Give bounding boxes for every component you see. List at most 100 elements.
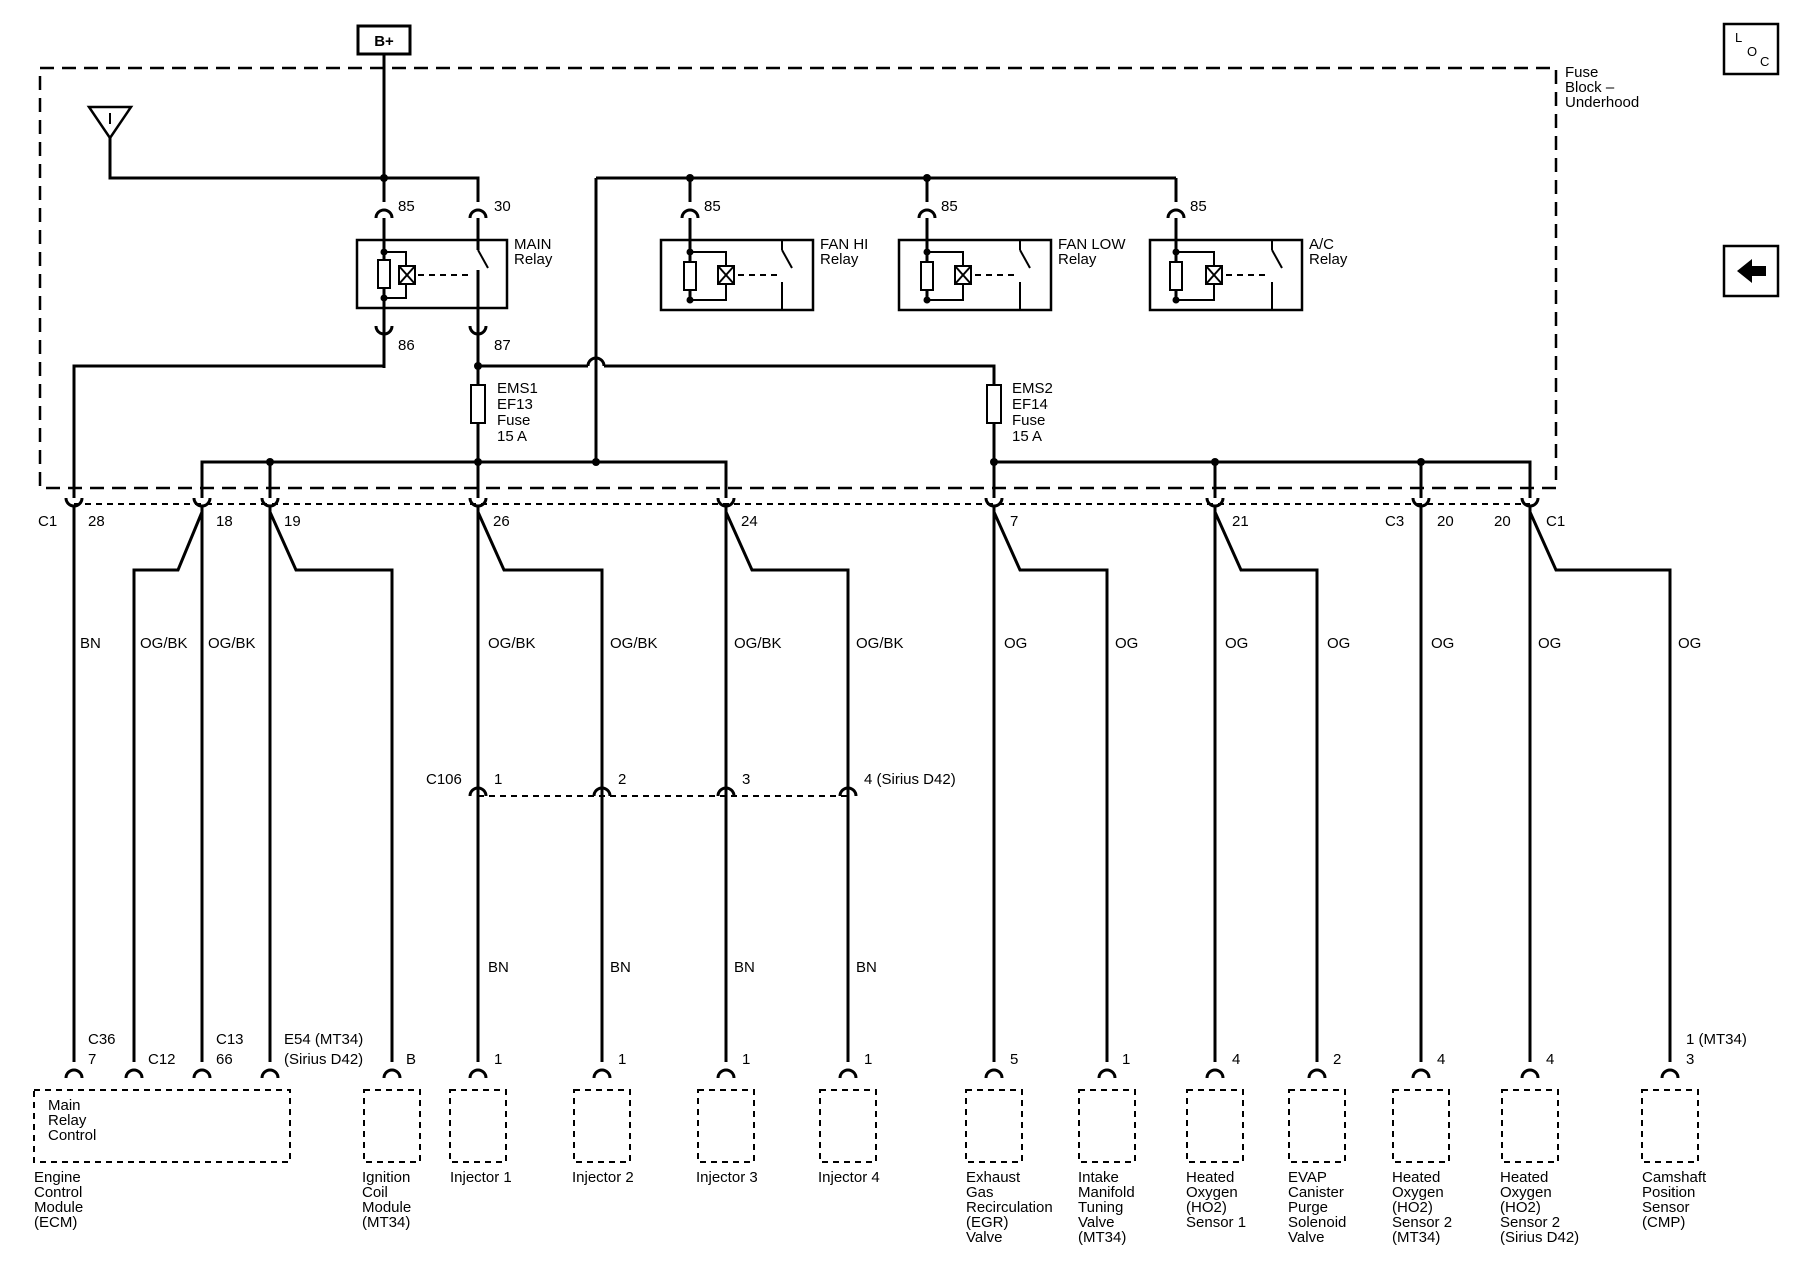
svg-text:O: O	[1747, 44, 1757, 59]
svg-text:L: L	[1735, 30, 1742, 45]
fuse-ems2	[986, 384, 1002, 424]
inj1-name: Injector 1	[450, 1169, 512, 1186]
ho2s1-box	[1186, 1089, 1244, 1163]
wire-label-bn-1: BN	[488, 959, 509, 976]
cmp-name-3: Sensor	[1642, 1199, 1690, 1216]
ho2s2a-name-4: Sensor 2	[1392, 1214, 1452, 1231]
main-relay-control-wire	[72, 350, 386, 498]
fan-low-name-1: FAN LOW	[1058, 236, 1126, 253]
egr-name-2: Gas	[966, 1184, 994, 1201]
fuse-block-outline	[38, 66, 1558, 490]
cmp-box	[1641, 1089, 1699, 1163]
connector-c1-right-label: C1	[1546, 513, 1565, 530]
inj1-pin: 1	[494, 1051, 502, 1068]
imtv-name-3: Tuning	[1078, 1199, 1123, 1216]
inj3-name: Injector 3	[696, 1169, 758, 1186]
wire-label-bn-4: BN	[856, 959, 877, 976]
wire-label-og-1: OG	[1004, 635, 1027, 652]
ecm-name-2: Control	[34, 1184, 82, 1201]
c106-label: C106	[426, 771, 462, 788]
ho2s2a-name-1: Heated	[1392, 1169, 1440, 1186]
ignition-source-icon	[86, 105, 134, 141]
fuse-ems1	[470, 384, 486, 424]
icm-name-4: (MT34)	[362, 1214, 410, 1231]
ho2s2b-name-5: (Sirius D42)	[1500, 1229, 1579, 1246]
battery-positive: B+	[356, 24, 412, 56]
cmp-name-4: (CMP)	[1642, 1214, 1685, 1231]
ho2s2b-pin: 4	[1546, 1051, 1554, 1068]
ho2s1-name-1: Heated	[1186, 1169, 1234, 1186]
main-relay	[355, 208, 509, 368]
injector-4-box	[819, 1089, 877, 1163]
ecm-c12-label: C12	[148, 1051, 176, 1068]
evap-pin: 2	[1333, 1051, 1341, 1068]
ho2s2a-pin: 4	[1437, 1051, 1445, 1068]
ecm-e54-label: E54 (MT34)	[284, 1031, 363, 1048]
egr-pin: 5	[1010, 1051, 1018, 1068]
ho2s2b-name-3: (HO2)	[1500, 1199, 1541, 1216]
pin-28: 28	[88, 513, 105, 530]
evap-box	[1288, 1089, 1346, 1163]
wire-label-ogbk-3: OG/BK	[488, 635, 536, 652]
imtv-name-2: Manifold	[1078, 1184, 1135, 1201]
location-icon[interactable]: L O C	[1722, 22, 1780, 76]
ac-pin-85: 85	[1190, 198, 1207, 215]
component-terminals	[64, 1068, 1680, 1080]
fuse-ems2-l2: EF14	[1012, 396, 1048, 413]
pin-19: 19	[284, 513, 301, 530]
fan-hi-pin-85: 85	[704, 198, 721, 215]
ho2s2b-box	[1501, 1089, 1559, 1163]
connector-c3-label: C3	[1385, 513, 1404, 530]
injector-3-box	[697, 1089, 755, 1163]
inj4-pin: 1	[864, 1051, 872, 1068]
main-relay-pin-30: 30	[494, 198, 511, 215]
ac-name-2: Relay	[1309, 251, 1348, 268]
inj2-name: Injector 2	[572, 1169, 634, 1186]
imtv-pin: 1	[1122, 1051, 1130, 1068]
fuse-block-label-2: Block –	[1565, 79, 1615, 96]
fuse-ems2-l4: 15 A	[1012, 428, 1042, 445]
ecm-inner-1: Main	[48, 1097, 81, 1114]
egr-name-1: Exhaust	[966, 1169, 1021, 1186]
wire-label-bn-2: BN	[610, 959, 631, 976]
ho2s2b-name-2: Oxygen	[1500, 1184, 1552, 1201]
c106-terminals	[468, 786, 858, 798]
cmp-name-2: Position	[1642, 1184, 1695, 1201]
fuse-ems2-l3: Fuse	[1012, 412, 1045, 429]
connector-c1-label: C1	[38, 513, 57, 530]
wire-label-ogbk-2: OG/BK	[208, 635, 256, 652]
wire-label-ogbk-1: OG/BK	[140, 635, 188, 652]
back-arrow-icon[interactable]	[1722, 244, 1780, 298]
inj2-pin: 1	[618, 1051, 626, 1068]
fuse-ems1-l1: EMS1	[497, 380, 538, 397]
pin-18: 18	[216, 513, 233, 530]
icm-name-2: Coil	[362, 1184, 388, 1201]
ecm-sirius-label: (Sirius D42)	[284, 1051, 363, 1068]
main-relay-pin-85: 85	[398, 198, 415, 215]
evap-name-1: EVAP	[1288, 1169, 1327, 1186]
ho2s1-pin: 4	[1232, 1051, 1240, 1068]
fan-low-pin-85: 85	[941, 198, 958, 215]
ecm-inner-3: Control	[48, 1127, 96, 1144]
wire-label-ogbk-6: OG/BK	[856, 635, 904, 652]
ecm-c13-label: C13	[216, 1031, 244, 1048]
fan-hi-name-1: FAN HI	[820, 236, 868, 253]
ho2s1-name-4: Sensor 1	[1186, 1214, 1246, 1231]
wire-label-og-5: OG	[1431, 635, 1454, 652]
fuse-block-label-1: Fuse	[1565, 64, 1598, 81]
wire-label-bn-3: BN	[734, 959, 755, 976]
wire-label-og-3: OG	[1225, 635, 1248, 652]
egr-name-5: Valve	[966, 1229, 1002, 1246]
ecm-c36-label: C36	[88, 1031, 116, 1048]
c106-pin-4: 4 (Sirius D42)	[864, 771, 956, 788]
ho2s2a-name-3: (HO2)	[1392, 1199, 1433, 1216]
egr-box	[965, 1089, 1023, 1163]
imtv-name-5: (MT34)	[1078, 1229, 1126, 1246]
main-relay-pin-87: 87	[494, 337, 511, 354]
egr-name-4: (EGR)	[966, 1214, 1009, 1231]
evap-name-4: Solenoid	[1288, 1214, 1346, 1231]
wire-label-ogbk-4: OG/BK	[610, 635, 658, 652]
wire-label-og-4: OG	[1327, 635, 1350, 652]
evap-name-5: Valve	[1288, 1229, 1324, 1246]
ho2s2a-name-2: Oxygen	[1392, 1184, 1444, 1201]
